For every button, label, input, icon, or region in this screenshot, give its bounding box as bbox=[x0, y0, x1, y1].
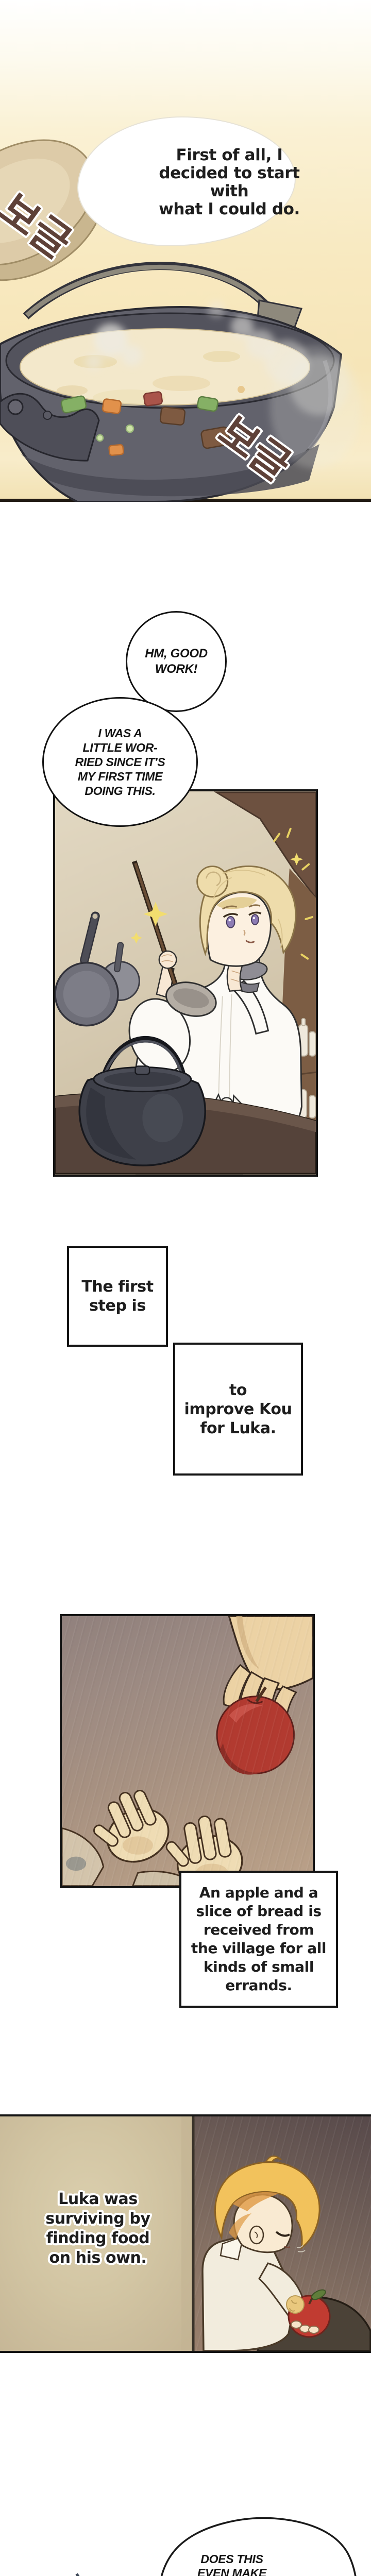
thought-bubble bbox=[160, 2517, 357, 2576]
hair-bun bbox=[196, 866, 229, 898]
pot-lid bbox=[0, 139, 105, 281]
speech-bubble-worried: I WAS A LITTLE WOR- RIED SINCE IT'S MY F… bbox=[42, 697, 198, 827]
narration-box-step-1: The first step is bbox=[67, 1246, 168, 1347]
worried-text: I WAS A LITTLE WOR- RIED SINCE IT'S MY F… bbox=[75, 726, 165, 798]
apple-handoff-illustration bbox=[62, 1616, 313, 1886]
step-2-text: to improve Kou for Luka. bbox=[184, 1381, 292, 1437]
collar bbox=[220, 2235, 244, 2261]
step-1-text: The first step is bbox=[81, 1278, 154, 1315]
steam bbox=[86, 301, 361, 469]
narration-box-step-2: to improve Kou for Luka. bbox=[173, 1343, 303, 1476]
boy-hair bbox=[214, 2161, 321, 2250]
apple bbox=[216, 1686, 295, 1775]
cauldron-illustration bbox=[0, 139, 361, 503]
intro-text: First of all, I decided to start with wh… bbox=[159, 146, 300, 218]
panel-luka: Luka was surviving by finding food on hi… bbox=[0, 2114, 371, 2353]
panel-apple-handoff bbox=[60, 1614, 315, 1888]
intro-speech-bubble bbox=[77, 116, 296, 246]
make-sense-text: DOES THIS EVEN MAKE SENSE? LUKA IS ONLY … bbox=[197, 2552, 267, 2576]
kitchen-beam bbox=[213, 791, 316, 900]
pot-front-lip bbox=[0, 393, 100, 462]
child-hands bbox=[93, 1789, 243, 1886]
stew-chunks bbox=[60, 386, 245, 456]
sparkles bbox=[130, 827, 314, 960]
mouth bbox=[245, 940, 255, 943]
sfx-sob: 크흑 bbox=[53, 2568, 106, 2576]
narration-box-apple: An apple and a slice of bread is receive… bbox=[179, 1871, 338, 2008]
bitten-apple bbox=[286, 2289, 331, 2338]
downcast-eye bbox=[275, 2231, 291, 2237]
good-work-text: HM, GOOD WORK! bbox=[145, 647, 208, 676]
ear bbox=[249, 2225, 264, 2245]
eye-right bbox=[250, 914, 259, 925]
apple-note-text: An apple and a slice of bread is receive… bbox=[191, 1884, 327, 1994]
giver-arm bbox=[223, 1616, 313, 1724]
thought-bubble-outline bbox=[160, 2517, 357, 2576]
luka-illustration bbox=[181, 2116, 371, 2351]
luka-note-text: Luka was surviving by finding food on hi… bbox=[45, 2190, 150, 2267]
stew-surface bbox=[20, 328, 310, 406]
frying-pans bbox=[55, 911, 140, 1027]
eye-left bbox=[226, 916, 235, 928]
wall-edge-shade bbox=[181, 2116, 193, 2351]
panel-cooking-pot: First of all, I decided to start with wh… bbox=[0, 0, 371, 503]
kitchen-illustration bbox=[55, 791, 316, 1175]
hair-ahoge bbox=[264, 2155, 282, 2163]
boy-luka bbox=[201, 2155, 371, 2351]
speech-bubble-good-work: HM, GOOD WORK! bbox=[126, 611, 227, 712]
hand-on-ladle bbox=[158, 950, 177, 969]
kettle bbox=[78, 1036, 206, 1166]
panel-kitchen bbox=[53, 789, 318, 1177]
luka-panel-wall bbox=[0, 2116, 194, 2351]
